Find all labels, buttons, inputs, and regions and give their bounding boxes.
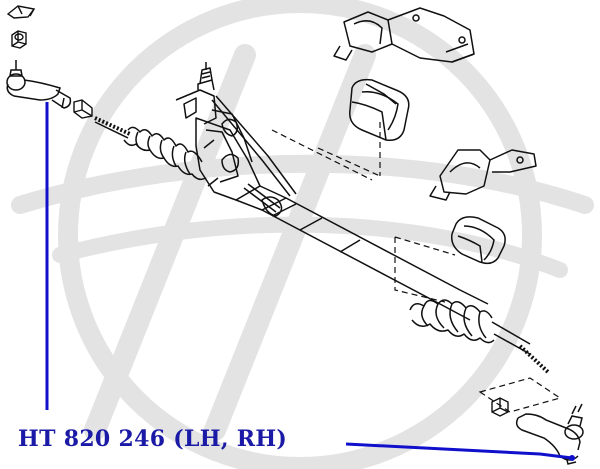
bushing-upper-icon	[349, 78, 410, 142]
part-number-label: HT 820 246 (LH, RH)	[18, 426, 288, 452]
mounting-bracket-lower-icon	[429, 149, 537, 201]
mounting-bracket-upper-icon	[333, 7, 475, 63]
tie-rod-end-left-icon	[6, 60, 72, 109]
lock-nut-left-icon	[73, 99, 93, 119]
nut-right-icon	[491, 397, 509, 417]
leader-line-dot	[569, 455, 575, 461]
steering-rack-icon	[94, 62, 550, 374]
watermark-logo	[11, 0, 594, 469]
nut-icon	[11, 30, 27, 49]
clip-icon	[6, 5, 36, 19]
leader-line	[45, 102, 573, 460]
bushing-lower-icon	[450, 216, 506, 265]
